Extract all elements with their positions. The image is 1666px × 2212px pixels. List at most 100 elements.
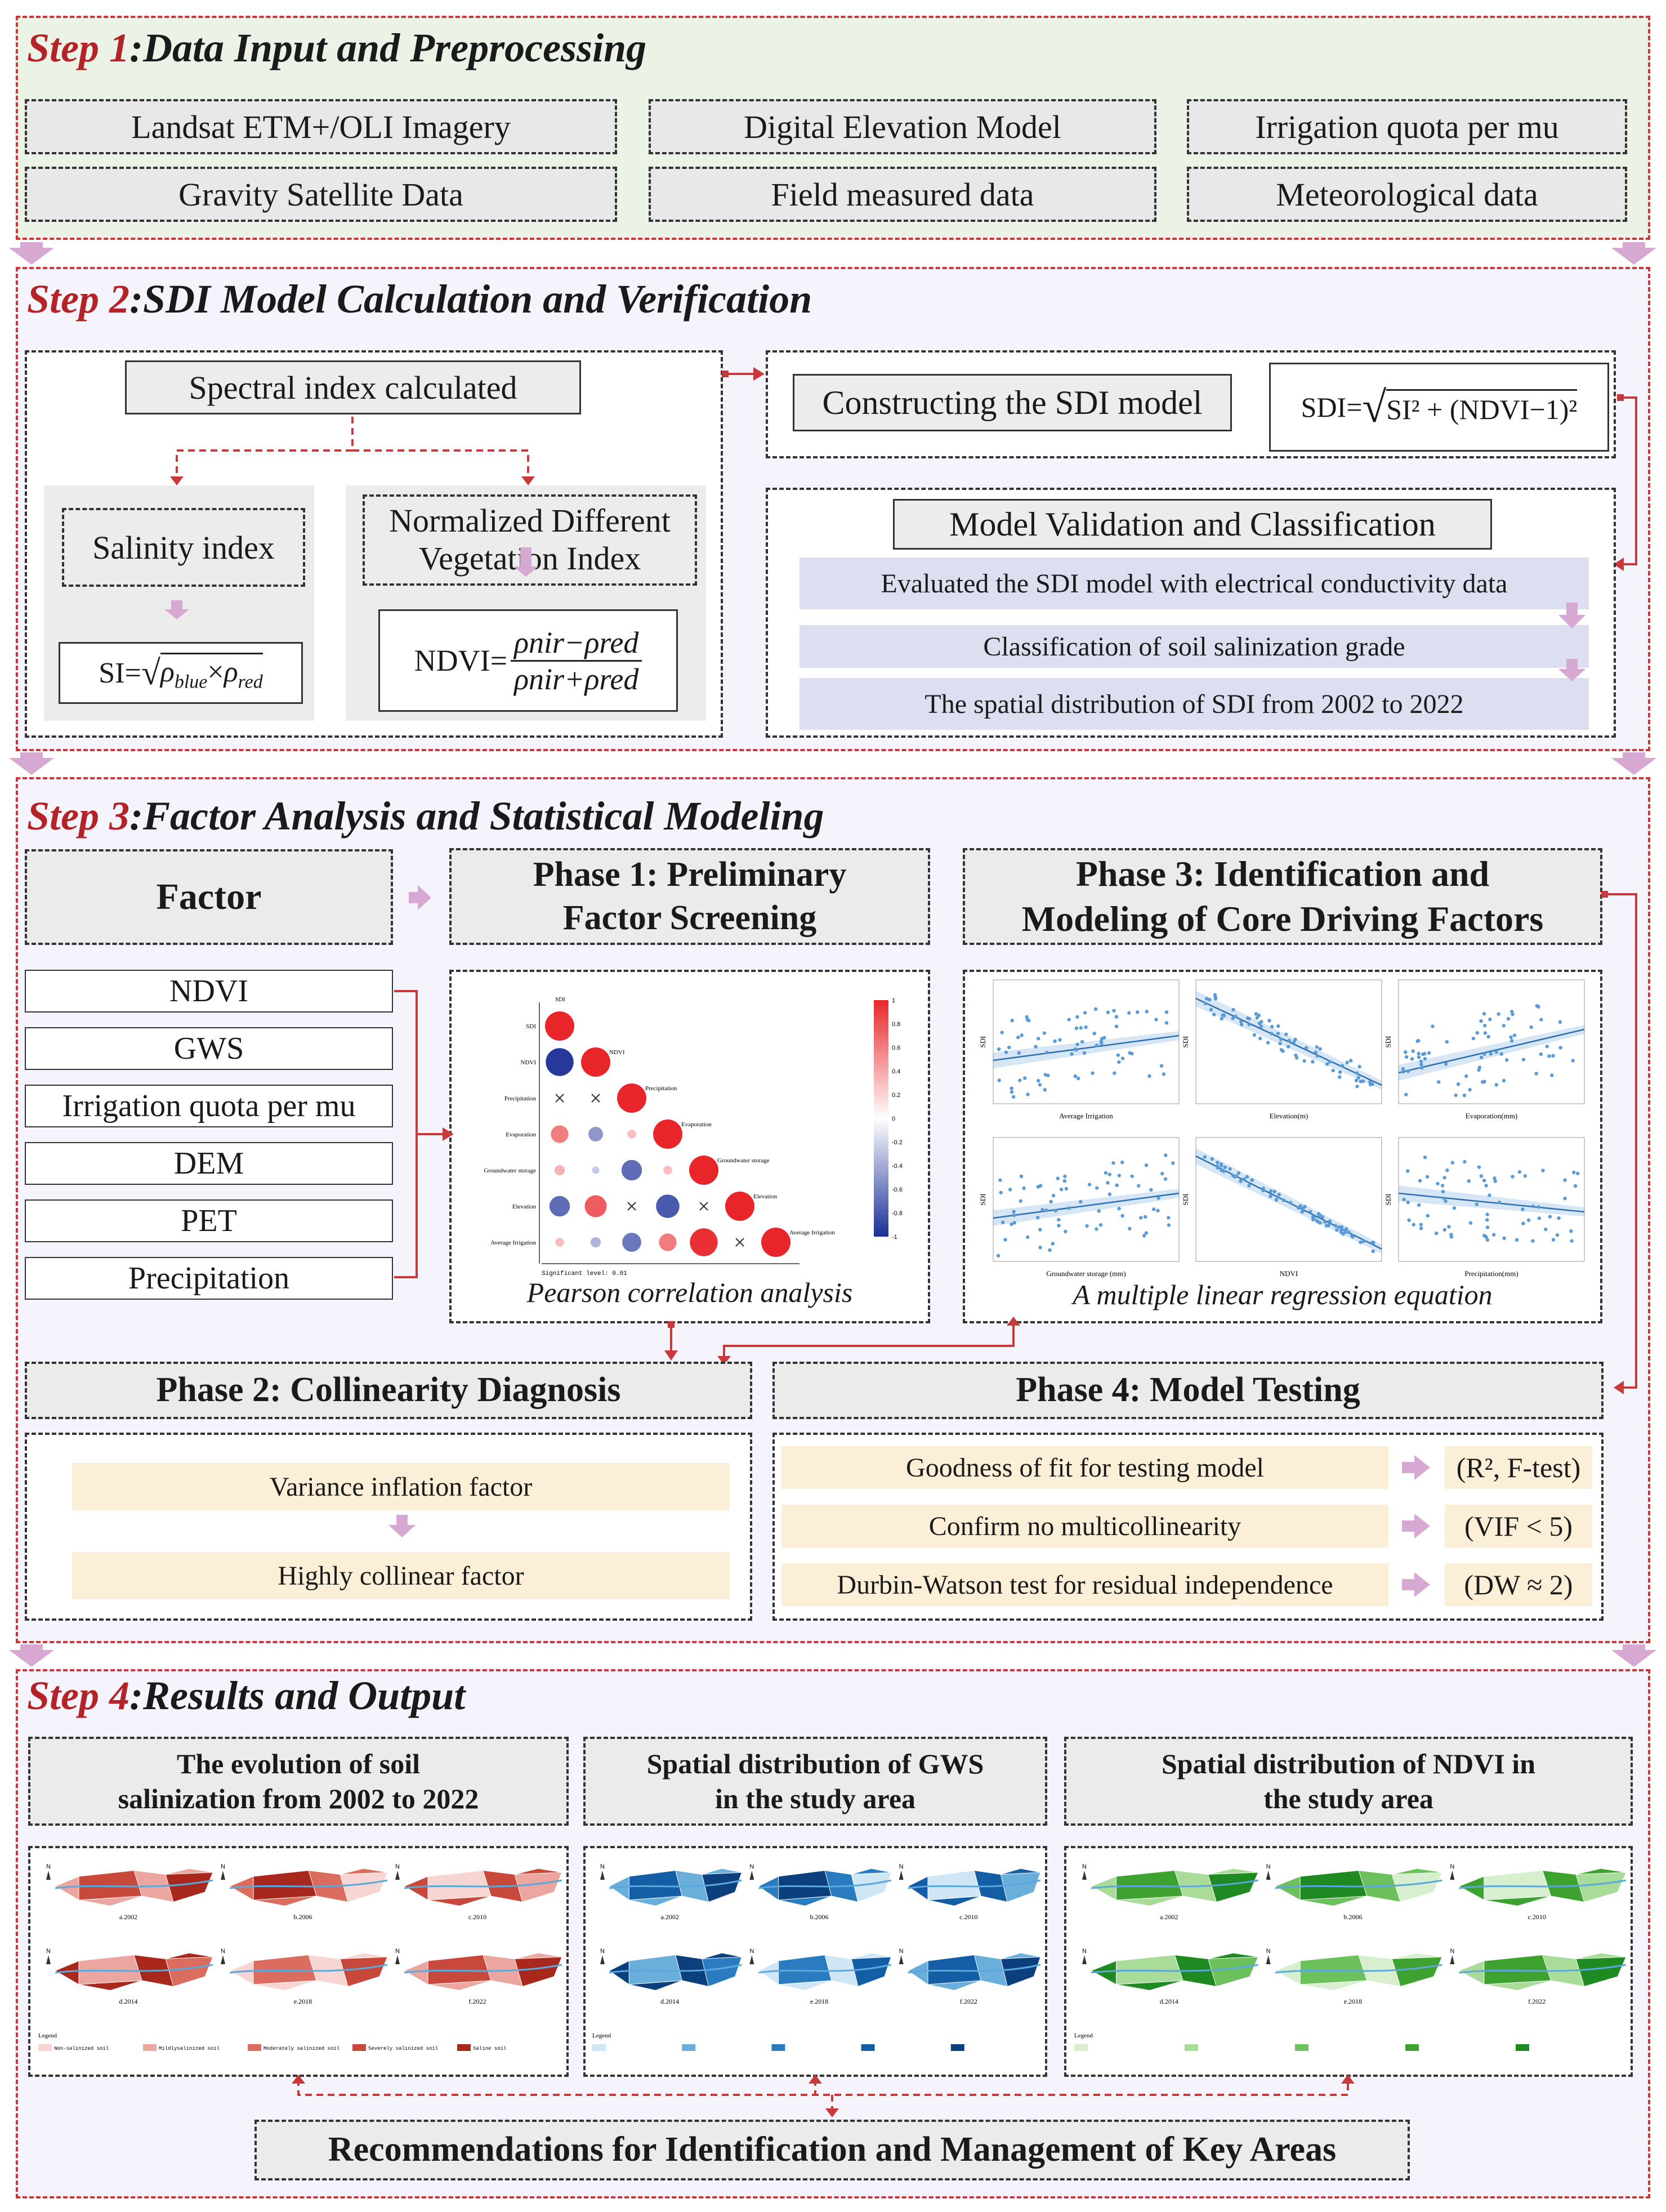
scatter-point — [1509, 1035, 1513, 1040]
corr-row-label: Precipitation — [504, 1095, 537, 1102]
scatter-point — [1080, 1040, 1084, 1044]
scatter-point — [1326, 1223, 1330, 1228]
scatter-point — [1142, 1234, 1146, 1238]
scatter-point — [1475, 1202, 1479, 1206]
scatter-point — [1521, 1058, 1526, 1062]
scatter-point — [1208, 998, 1212, 1002]
scatter-point — [1338, 1075, 1342, 1079]
scatter-point — [1335, 1228, 1339, 1232]
scatter-point — [1037, 1037, 1040, 1041]
scatter-point — [1502, 1236, 1506, 1240]
scatter-point — [1077, 1076, 1080, 1081]
scatter-point — [1111, 1161, 1115, 1165]
scatter-point — [1509, 1038, 1514, 1043]
scatter-point — [1117, 1206, 1121, 1211]
scatter-point — [1488, 1017, 1492, 1022]
scatter-point — [1444, 1199, 1448, 1203]
scatter-point — [1012, 1221, 1016, 1225]
factor-gws: GWS — [25, 1027, 393, 1070]
step1-item-field: Field measured data — [649, 167, 1156, 222]
correlation-matrix-chart: SDISDINDVINDVIPrecipitationPrecipitation… — [484, 996, 903, 1277]
scatter-point — [1091, 1071, 1095, 1075]
construct-sdi-box: Constructing the SDI model — [793, 374, 1232, 431]
scatter-point — [1281, 1198, 1286, 1202]
scatter-point — [1359, 1240, 1363, 1245]
scatter-y-label: SDI — [1181, 1194, 1190, 1206]
scatter-point — [1531, 1239, 1535, 1243]
corr-row-label: Evaporation — [506, 1131, 536, 1138]
scatter-point — [1120, 1160, 1124, 1165]
scatter-point — [1349, 1059, 1353, 1063]
step1-item-meteo: Meteorological data — [1187, 167, 1627, 222]
scatter-point — [997, 1078, 1001, 1082]
scatter-point — [1558, 1020, 1562, 1024]
corr-cell-circle — [653, 1120, 682, 1149]
scatter-point — [1236, 1171, 1241, 1175]
corr-diag-label: Evaporation — [681, 1121, 712, 1128]
scatter-frame — [993, 979, 1180, 1104]
corr-diag-label: Average Irrigation — [789, 1229, 835, 1236]
scatter-point — [1362, 1239, 1366, 1243]
corr-scale-tick: -0.2 — [892, 1139, 903, 1146]
scatter-point — [1040, 1208, 1044, 1212]
scatter-point — [1450, 1161, 1455, 1165]
scatter-point — [1216, 1161, 1220, 1165]
corr-scale-tick: 0 — [892, 1116, 895, 1122]
scatter-point — [1073, 1074, 1077, 1078]
scatter-point — [1485, 1225, 1490, 1229]
scatter-point — [1479, 1174, 1484, 1178]
scatter-point — [996, 1254, 1001, 1258]
scatter-point — [1287, 1045, 1290, 1049]
scatter-point — [1534, 1072, 1538, 1076]
scatter-point — [1106, 1010, 1110, 1014]
step1-item-dem: Digital Elevation Model — [649, 99, 1156, 154]
corr-diag-label: NDVI — [609, 1049, 625, 1056]
corr-row-label: SDI — [526, 1023, 536, 1030]
scatter-point — [1404, 1092, 1408, 1096]
ndvi-maps-panel — [1064, 1846, 1633, 2077]
scatter-point — [1156, 1196, 1160, 1200]
scatter-x-label: Groundwater storage (mm) — [1046, 1269, 1126, 1278]
scatter-point — [1164, 1021, 1169, 1025]
scatter-point — [1130, 1174, 1134, 1178]
corr-cell-circle — [663, 1166, 672, 1175]
scatter-point — [1035, 1216, 1040, 1220]
scatter-point — [1242, 1177, 1247, 1181]
scatter-point — [1483, 1031, 1488, 1035]
corr-cell-circle — [761, 1228, 790, 1257]
scatter-point — [1452, 1206, 1457, 1210]
scatter-point — [1494, 1083, 1499, 1087]
scatter-point — [1421, 1053, 1425, 1056]
scatter-point — [1112, 1009, 1116, 1013]
scatter-point — [1371, 1249, 1375, 1254]
scatter-point — [1051, 1242, 1055, 1246]
scatter-point — [1419, 1227, 1423, 1230]
corr-cell-circle — [590, 1237, 601, 1248]
scatter-point — [1019, 1199, 1023, 1203]
scatter-point — [1521, 1207, 1525, 1211]
scatter-point — [1057, 1218, 1061, 1222]
test-vif-value: (VIF < 5) — [1445, 1505, 1592, 1547]
scatter-x-label: Precipitation(mm) — [1464, 1269, 1518, 1278]
scatter-point — [1239, 1019, 1243, 1024]
scatter-point — [997, 1047, 1001, 1051]
scatter-point — [1497, 1012, 1500, 1016]
scatter-point — [1425, 1175, 1430, 1179]
scatter-point — [1152, 1207, 1156, 1211]
scatter-point — [1075, 1042, 1079, 1046]
scatter-point — [1401, 1069, 1405, 1074]
scatter-point — [1022, 1186, 1026, 1190]
scatter-point — [1445, 1168, 1449, 1172]
scatter-point — [1137, 1184, 1141, 1188]
scatter-point — [1284, 1032, 1288, 1036]
scatter-point — [1510, 1010, 1514, 1014]
scatter-point — [1100, 1041, 1104, 1046]
scatter-point — [1258, 1036, 1262, 1041]
scatter-point — [1267, 1019, 1271, 1023]
scatter-point — [1323, 1220, 1327, 1224]
scatter-point — [1000, 1031, 1004, 1034]
scatter-frame — [1398, 979, 1585, 1104]
scatter-point — [1440, 1184, 1445, 1188]
scatter-point — [1107, 1172, 1111, 1176]
